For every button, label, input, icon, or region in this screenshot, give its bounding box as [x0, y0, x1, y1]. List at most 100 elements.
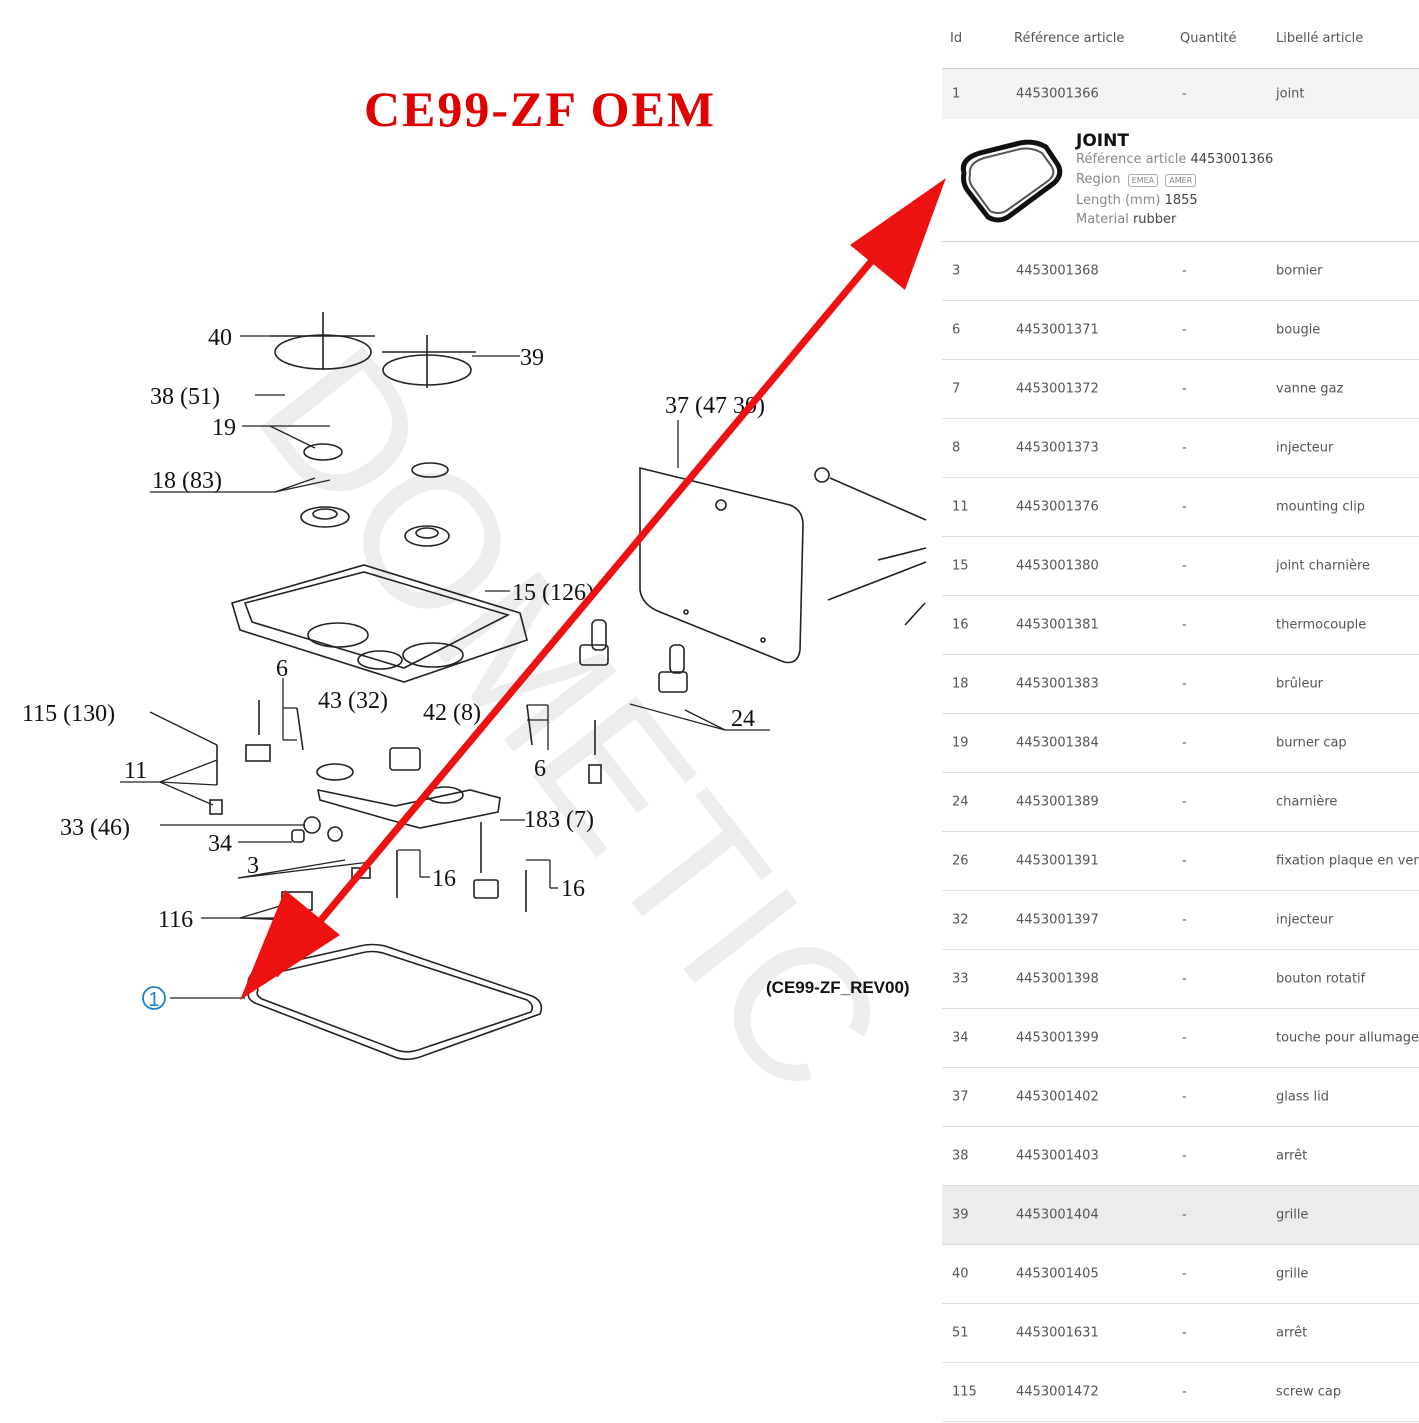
cell-ref: 4453001397: [1016, 912, 1099, 928]
header-qty[interactable]: Quantité: [1180, 31, 1237, 46]
header-id[interactable]: Id: [950, 31, 963, 46]
cell-label: vanne gaz: [1276, 381, 1344, 397]
callout-1[interactable]: 1: [148, 989, 159, 1011]
cell-qty: -: [1182, 322, 1187, 338]
detail-length-label: Length (mm): [1076, 193, 1161, 208]
cell-label: glass lid: [1276, 1089, 1329, 1105]
cell-qty: -: [1182, 617, 1187, 633]
cell-qty: -: [1182, 912, 1187, 928]
cell-label: mounting clip: [1276, 499, 1366, 515]
cell-id: 18: [952, 676, 969, 692]
cell-qty: -: [1182, 440, 1187, 456]
cell-qty: -: [1182, 1089, 1187, 1105]
cell-qty: -: [1182, 1207, 1187, 1223]
callout-19: 19: [212, 415, 236, 441]
parts-table: Id Référence article Quantité Libellé ar…: [942, 0, 1419, 1422]
cell-qty: -: [1182, 1030, 1187, 1046]
cell-qty: -: [1182, 558, 1187, 574]
cell-id: 6: [952, 322, 961, 338]
cell-label: thermocouple: [1276, 617, 1367, 633]
page-title: CE99-ZF OEM: [363, 81, 717, 137]
cell-ref: 4453001384: [1016, 735, 1099, 751]
callout-6b: 6: [534, 756, 546, 782]
callout-40: 40: [208, 325, 232, 351]
cell-label: charnière: [1276, 794, 1338, 810]
callout-42: 42 (8): [423, 700, 481, 726]
callout-115: 115 (130): [22, 701, 115, 727]
cell-ref: 4453001383: [1016, 676, 1099, 692]
table-row[interactable]: 18 4453001383 - brûleur: [942, 655, 1419, 714]
table-row[interactable]: 32 4453001397 - injecteur: [942, 891, 1419, 950]
detail-material-value: rubber: [1132, 212, 1177, 227]
cell-label: injecteur: [1276, 440, 1334, 456]
cell-id: 32: [952, 912, 969, 928]
cell-label: joint: [1276, 86, 1305, 102]
callout-33: 33 (46): [60, 815, 130, 841]
cell-qty: -: [1182, 1325, 1187, 1341]
detail-ref-value: 4453001366: [1190, 152, 1274, 167]
callout-34: 34: [208, 831, 232, 857]
cell-label: brûleur: [1276, 676, 1324, 692]
cell-qty: -: [1182, 86, 1187, 102]
cell-ref: 4453001472: [1016, 1384, 1099, 1400]
header-label[interactable]: Libellé article: [1276, 31, 1364, 46]
cell-qty: -: [1182, 263, 1187, 279]
callout-38: 38 (51): [150, 384, 220, 410]
detail-length: Length (mm) 1855: [1076, 193, 1198, 208]
header-ref[interactable]: Référence article: [1014, 31, 1125, 46]
detail-region-label: Region: [1076, 172, 1121, 187]
cell-qty: -: [1182, 1148, 1187, 1164]
cell-id: 115: [952, 1384, 977, 1400]
table-row-selected[interactable]: 1 4453001366 - joint: [942, 69, 1419, 120]
callout-24: 24: [731, 706, 755, 732]
cell-label: injecteur: [1276, 912, 1334, 928]
cell-id: 24: [952, 794, 969, 810]
part-detail-panel: JOINT Référence article 4453001366 Regio…: [942, 119, 1419, 242]
joint-image: [960, 139, 1063, 223]
cell-label: arrêt: [1276, 1325, 1308, 1341]
callout-18: 18 (83): [152, 468, 222, 494]
callout-116: 116: [158, 907, 193, 933]
detail-material-label: Material: [1076, 212, 1129, 227]
cell-ref: 4453001631: [1016, 1325, 1099, 1341]
cell-ref: 4453001403: [1016, 1148, 1099, 1164]
cell-qty: -: [1182, 676, 1187, 692]
cell-ref: 4453001402: [1016, 1089, 1099, 1105]
cell-label: screw cap: [1276, 1384, 1342, 1400]
callout-37: 37 (47 30): [665, 393, 765, 419]
watermark: DOMETIC: [218, 310, 924, 1131]
region-tag-amer: AMER: [1165, 174, 1197, 187]
diagram-drawing: DOMETIC: [22, 310, 927, 1131]
cell-qty: -: [1182, 381, 1187, 397]
cell-ref: 4453001404: [1016, 1207, 1099, 1223]
cell-id: 15: [952, 558, 969, 574]
cell-label: grille: [1276, 1207, 1309, 1223]
detail-length-value: 1855: [1164, 193, 1198, 208]
cell-id: 11: [952, 499, 969, 515]
detail-title: JOINT: [1076, 131, 1129, 151]
cell-ref: 4453001376: [1016, 499, 1099, 515]
cell-ref: 4453001373: [1016, 440, 1099, 456]
table-header: Id Référence article Quantité Libellé ar…: [942, 0, 1419, 69]
cell-ref: 4453001366: [1016, 86, 1099, 102]
exploded-diagram: DOMETIC: [22, 81, 927, 1131]
cell-ref: 4453001389: [1016, 794, 1099, 810]
